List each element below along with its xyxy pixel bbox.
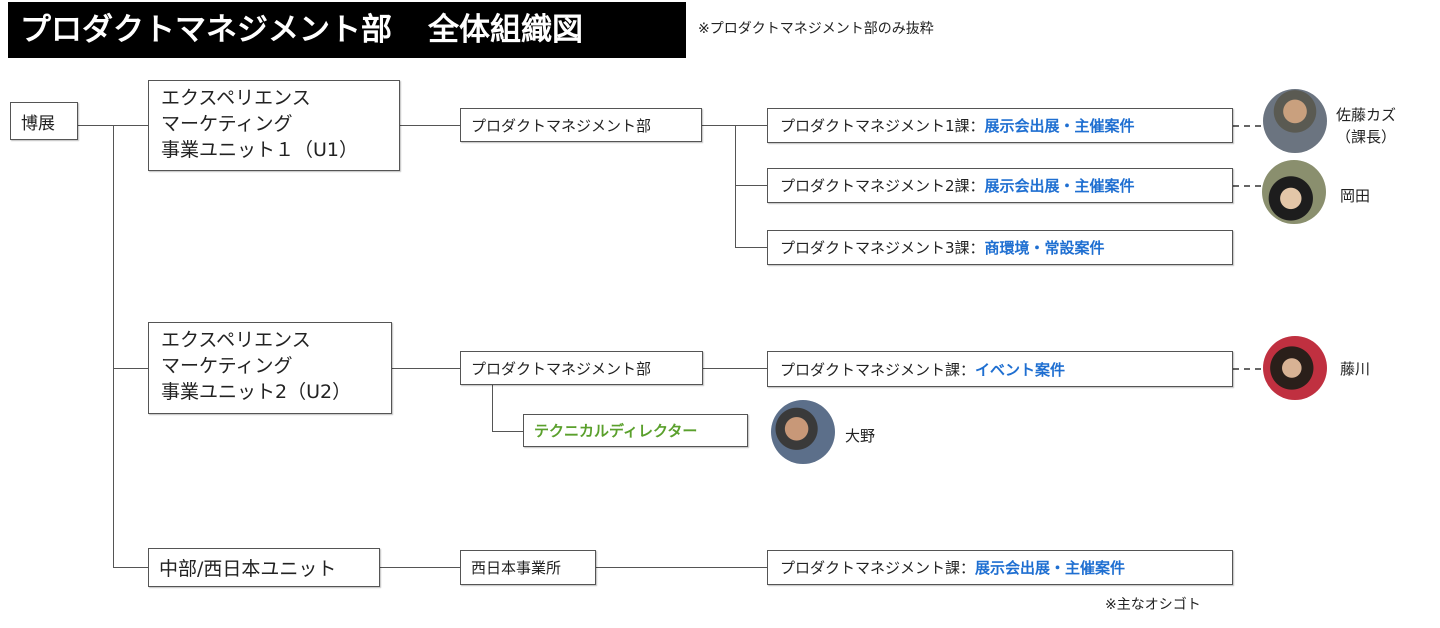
unit-line: エクスペリエンス bbox=[161, 329, 311, 351]
connector bbox=[735, 247, 767, 248]
connector bbox=[380, 567, 460, 568]
dept-box-u2: プロダクトマネジメント部 bbox=[460, 351, 703, 385]
unit-line: 事業ユニット１（U1） bbox=[161, 139, 358, 161]
connector bbox=[392, 368, 460, 369]
section-name: プロダクトマネジメント2課： bbox=[780, 177, 985, 195]
header-note: ※プロダクトマネジメント部のみ抜粋 bbox=[698, 21, 934, 37]
connector bbox=[492, 385, 493, 431]
section-work: 展示会出展・主催案件 bbox=[975, 559, 1126, 577]
section-box: プロダクトマネジメント課：展示会出展・主催案件 bbox=[767, 550, 1233, 585]
person-label: 佐藤カズ bbox=[1336, 106, 1397, 124]
connector bbox=[703, 368, 767, 369]
trunk-connector bbox=[113, 125, 114, 568]
connector bbox=[702, 125, 767, 126]
dept-label: プロダクトマネジメント部 bbox=[471, 116, 652, 135]
person-name: 大野 bbox=[845, 427, 876, 445]
person-name: 佐藤カズ （課長） bbox=[1336, 104, 1396, 148]
section-work: イベント案件 bbox=[975, 360, 1066, 379]
avatar-sato bbox=[1263, 89, 1327, 153]
section-work: 商環境・常設案件 bbox=[984, 239, 1105, 257]
section-work: 展示会出展・主催案件 bbox=[984, 177, 1135, 195]
connector bbox=[735, 185, 767, 186]
root-box: 博展 bbox=[10, 102, 78, 140]
unit-box-u2: エクスペリエンス マーケティング 事業ユニット2（U2） bbox=[148, 322, 392, 414]
unit-line: マーケティング bbox=[161, 355, 293, 377]
avatar-okada bbox=[1262, 160, 1326, 224]
footer-note: ※主なオシゴト bbox=[1105, 597, 1201, 613]
section-name: プロダクトマネジメント課： bbox=[780, 360, 976, 379]
avatar-ono bbox=[771, 400, 835, 464]
connector bbox=[596, 567, 767, 568]
dashed-connector bbox=[1233, 185, 1261, 187]
dept-box-chubu: 西日本事業所 bbox=[460, 550, 596, 585]
dept-box-u1: プロダクトマネジメント部 bbox=[460, 108, 702, 142]
dept-label: プロダクトマネジメント部 bbox=[471, 359, 652, 378]
dashed-connector bbox=[1233, 125, 1261, 127]
root-label: 博展 bbox=[21, 113, 55, 134]
section-work: 展示会出展・主催案件 bbox=[984, 117, 1135, 135]
unit-line: 中部/西日本ユニット bbox=[159, 558, 337, 580]
section-box: プロダクトマネジメント2課：展示会出展・主催案件 bbox=[767, 168, 1233, 203]
unit-line: マーケティング bbox=[161, 113, 293, 135]
avatar-fujikawa bbox=[1263, 336, 1327, 400]
section-box: プロダクトマネジメント1課：展示会出展・主催案件 bbox=[767, 108, 1233, 143]
connector bbox=[113, 567, 148, 568]
page-title: プロダクトマネジメント部全体組織図 bbox=[8, 2, 686, 58]
director-box: テクニカルディレクター bbox=[523, 414, 748, 447]
connector bbox=[735, 125, 736, 247]
section-name: プロダクトマネジメント1課： bbox=[780, 117, 985, 135]
dashed-connector bbox=[1233, 368, 1261, 370]
dept-label: 西日本事業所 bbox=[471, 559, 562, 577]
connector bbox=[492, 431, 523, 432]
unit-line: 事業ユニット2（U2） bbox=[161, 381, 352, 403]
section-box: プロダクトマネジメント課：イベント案件 bbox=[767, 351, 1233, 387]
section-name: プロダクトマネジメント課： bbox=[780, 559, 976, 577]
director-label: テクニカルディレクター bbox=[534, 422, 698, 440]
title-main: プロダクトマネジメント部 bbox=[20, 12, 392, 48]
unit-box-chubu: 中部/西日本ユニット bbox=[148, 548, 380, 587]
unit-box-u1: エクスペリエンス マーケティング 事業ユニット１（U1） bbox=[148, 80, 400, 171]
person-role: （課長） bbox=[1336, 128, 1397, 146]
connector bbox=[113, 368, 148, 369]
person-name: 藤川 bbox=[1340, 360, 1371, 378]
section-box: プロダクトマネジメント3課：商環境・常設案件 bbox=[767, 230, 1233, 265]
title-sub: 全体組織図 bbox=[428, 12, 583, 48]
person-name: 岡田 bbox=[1340, 187, 1371, 205]
section-name: プロダクトマネジメント3課： bbox=[780, 239, 985, 257]
connector bbox=[400, 125, 460, 126]
unit-line: エクスペリエンス bbox=[161, 87, 311, 109]
